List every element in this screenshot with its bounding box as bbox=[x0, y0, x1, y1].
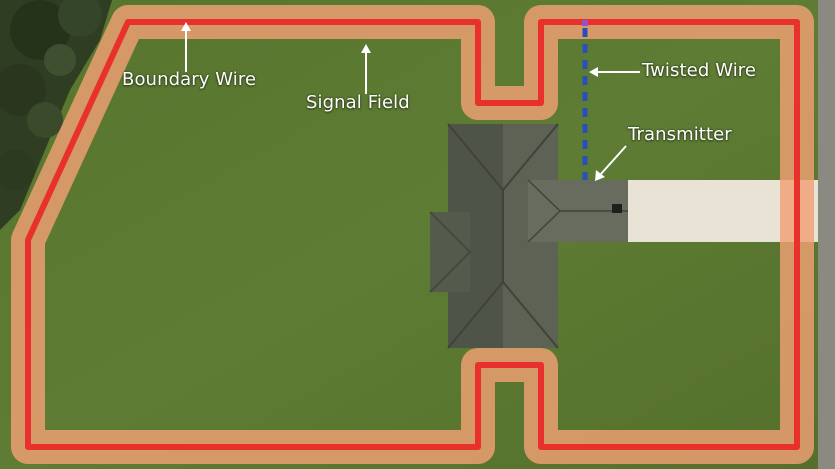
boundary-wire-label: Boundary Wire bbox=[122, 69, 257, 90]
boundary-wire bbox=[25, 19, 800, 450]
road-edge bbox=[818, 0, 835, 469]
arrow-icon bbox=[181, 22, 640, 181]
signal-field-label: Signal Field bbox=[306, 92, 410, 113]
transmitter-label: Transmitter bbox=[628, 124, 732, 145]
tree-cluster bbox=[0, 0, 112, 230]
house bbox=[429, 123, 628, 349]
twisted-wire-label: Twisted Wire bbox=[642, 60, 757, 81]
wire-splice bbox=[582, 20, 588, 26]
